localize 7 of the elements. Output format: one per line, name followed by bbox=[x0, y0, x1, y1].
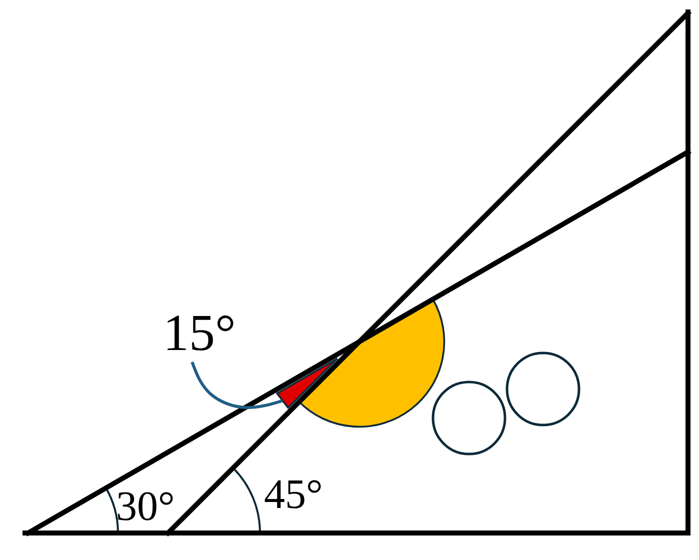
angle-label: 15° bbox=[163, 308, 236, 360]
leader-line bbox=[190, 361, 283, 410]
angle-label: 45° bbox=[264, 474, 323, 516]
circle bbox=[432, 380, 506, 456]
angle-wedge bbox=[276, 358, 338, 410]
angle-label: 30° bbox=[116, 486, 175, 528]
circle bbox=[506, 352, 580, 426]
